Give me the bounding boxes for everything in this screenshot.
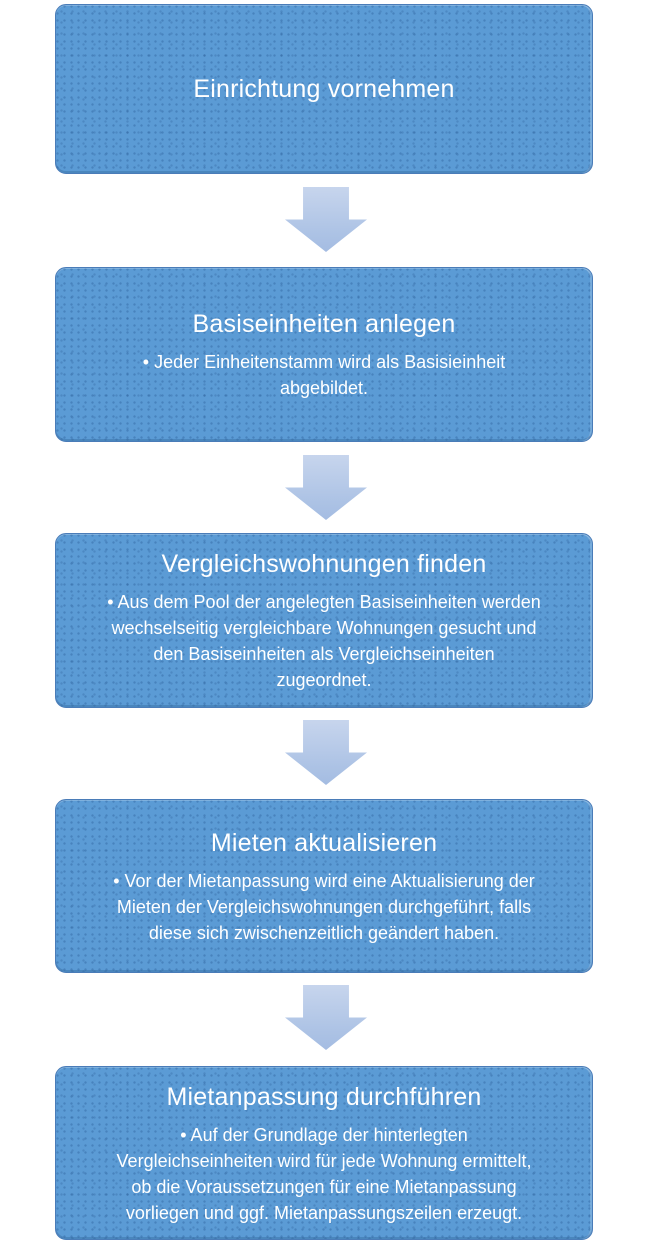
- step-body: • Jeder Einheitenstamm wird als Basisiei…: [143, 349, 505, 401]
- step-body-line: vorliegen und ggf. Mietanpassungszeilen …: [125, 1202, 523, 1223]
- process-step-1: Einrichtung vornehmen: [55, 4, 593, 174]
- step-body-line: zugeordnet.: [276, 670, 372, 690]
- down-arrow-icon: [285, 187, 367, 252]
- step-body-line: diese sich zwischenzeitlich geändert hab…: [148, 922, 500, 943]
- step-title: Mieten aktualisieren: [210, 828, 438, 857]
- down-arrow-icon: [285, 985, 367, 1050]
- step-body-line: Vergleichseinheiten wird für jede Wohnun…: [116, 1150, 532, 1171]
- down-arrow-icon: [285, 455, 367, 520]
- step-title: Mietanpassung durchführen: [166, 1082, 482, 1111]
- step-body-line: Mieten der Vergleichswohnungen durchgefü…: [116, 896, 532, 917]
- step-body-line: • Vor der Mietanpassung wird eine Aktual…: [113, 870, 535, 891]
- step-body-line: • Auf der Grundlage der hinterlegten: [180, 1124, 468, 1145]
- step-body-line: • Aus dem Pool der angelegten Basiseinhe…: [107, 592, 541, 612]
- process-step-4: Mieten aktualisieren • Vor der Mietanpas…: [55, 799, 593, 973]
- step-body-line: ob die Voraussetzungen für eine Mietanpa…: [131, 1176, 517, 1197]
- process-step-3: Vergleichswohnungen finden • Aus dem Poo…: [55, 533, 593, 708]
- process-step-5: Mietanpassung durchführen • Auf der Grun…: [55, 1066, 593, 1240]
- step-body: • Aus dem Pool der angelegten Basiseinhe…: [107, 589, 541, 693]
- step-title: Vergleichswohnungen finden: [161, 550, 487, 578]
- step-body-line: • Jeder Einheitenstamm wird als Basisiei…: [142, 352, 506, 372]
- step-title: Einrichtung vornehmen: [193, 75, 455, 103]
- step-body-line: den Basiseinheiten als Vergleichseinheit…: [153, 644, 495, 664]
- step-body: • Vor der Mietanpassung wird eine Aktual…: [113, 868, 535, 946]
- step-body-line: abgebildet.: [279, 378, 369, 398]
- step-body: • Auf der Grundlage der hinterlegten Ver…: [117, 1122, 532, 1226]
- step-title: Basiseinheiten anlegen: [192, 310, 456, 338]
- down-arrow-icon: [285, 720, 367, 785]
- step-body-line: wechselseitig vergleichbare Wohnungen ge…: [111, 618, 537, 638]
- process-step-2: Basiseinheiten anlegen • Jeder Einheiten…: [55, 267, 593, 442]
